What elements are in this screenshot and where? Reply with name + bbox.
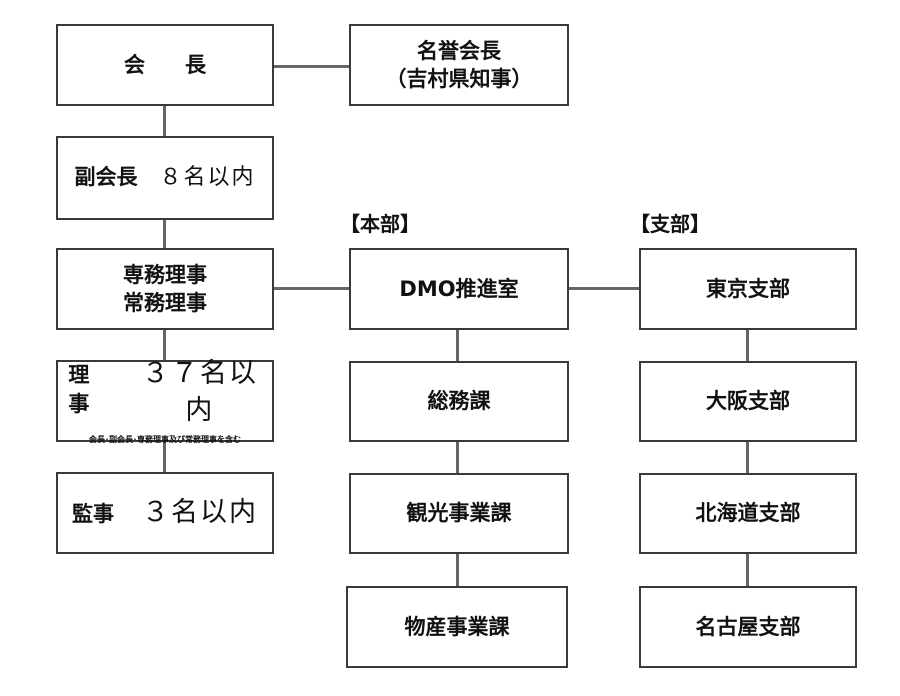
- branches-heading: 【支部】: [630, 212, 710, 236]
- hq-dmo-office-label: DMO推進室: [399, 276, 519, 301]
- connector-branch-3-4: [746, 553, 749, 587]
- auditors-box: 監事 ３名以内: [56, 472, 274, 554]
- headquarters-heading: 【本部】: [340, 212, 420, 236]
- connector-dmo-tokyo: [568, 287, 640, 290]
- hq-tourism-box: 観光事業課: [349, 473, 569, 554]
- connector-branch-1-2: [746, 329, 749, 362]
- senior-director-label: 専務理事: [123, 262, 207, 287]
- connector-vice-senior: [163, 219, 166, 249]
- directors-count: ３７名以内: [141, 358, 258, 426]
- hq-dmo-office-box: DMO推進室: [349, 248, 569, 330]
- branch-tokyo-label: 東京支部: [706, 276, 790, 301]
- branch-tokyo-box: 東京支部: [639, 248, 857, 330]
- branch-hokkaido-label: 北海道支部: [695, 501, 801, 526]
- connector-chairman-vice: [163, 105, 166, 137]
- branch-nagoya-box: 名古屋支部: [639, 586, 857, 668]
- vice-chairman-count: ８名以内: [159, 165, 256, 191]
- hq-general-affairs-label: 総務課: [427, 389, 491, 414]
- branch-osaka-box: 大阪支部: [639, 361, 857, 442]
- branch-hokkaido-box: 北海道支部: [639, 473, 857, 554]
- vice-chairman-box: 副会長 ８名以内: [56, 136, 274, 220]
- hq-products-label: 物産事業課: [404, 614, 510, 639]
- connector-hq-1-2: [456, 329, 459, 362]
- branch-nagoya-label: 名古屋支部: [695, 614, 801, 639]
- connector-hq-3-4: [456, 553, 459, 587]
- honorary-chairman-name: （吉村県知事）: [385, 67, 533, 91]
- connector-branch-2-3: [746, 441, 749, 474]
- branch-osaka-label: 大阪支部: [706, 389, 790, 414]
- chairman-label-2: 長: [185, 52, 206, 77]
- senior-directors-box: 専務理事 常務理事: [56, 248, 274, 330]
- connector-senior-directors: [163, 328, 166, 361]
- auditors-label: 監事: [72, 501, 114, 526]
- vice-chairman-label: 副会長: [74, 165, 138, 190]
- honorary-chairman-box: 名誉会長 （吉村県知事）: [349, 24, 569, 106]
- directors-box: 理事 ３７名以内 会長･副会長･専務理事及び常務理事を含む: [56, 358, 274, 444]
- connector-senior-dmo: [274, 287, 350, 290]
- honorary-chairman-label: 名誉会長: [417, 38, 501, 63]
- directors-label: 理事: [68, 363, 90, 416]
- auditors-count: ３名以内: [142, 496, 258, 528]
- connector-hq-2-3: [456, 441, 459, 474]
- chairman-label-1: 会: [124, 52, 145, 77]
- executive-director-label: 常務理事: [123, 291, 207, 315]
- connector-directors-auditors: [163, 441, 166, 473]
- directors-note: 会長･副会長･専務理事及び常務理事を含む: [89, 435, 241, 445]
- hq-tourism-label: 観光事業課: [406, 501, 512, 526]
- connector-chairman-honorary: [274, 65, 350, 68]
- hq-products-box: 物産事業課: [346, 586, 568, 668]
- hq-general-affairs-box: 総務課: [349, 361, 569, 442]
- chairman-box: 会 長: [56, 24, 274, 106]
